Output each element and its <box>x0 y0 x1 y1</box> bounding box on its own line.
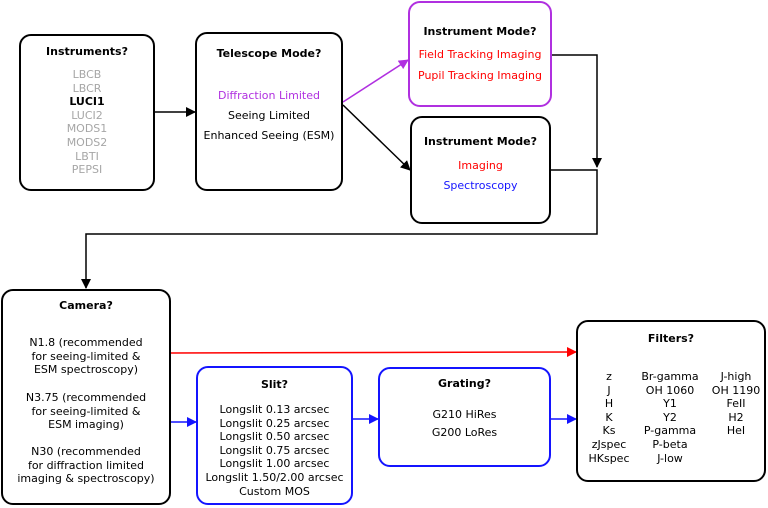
instrument-mode-item: Imaging <box>458 159 503 172</box>
arrow-camera-to-filters <box>170 347 577 358</box>
telescope-mode-title: Telescope Mode? <box>216 47 322 60</box>
filter-item: HKspec <box>588 451 630 465</box>
camera-option-text: for seeing-limited & <box>31 349 141 363</box>
instruments-title: Instruments? <box>46 45 128 58</box>
filter-item: OH 1190 <box>711 383 761 397</box>
instrument-item: LBCR <box>72 81 102 95</box>
arrow-mode-top-to-merge <box>552 54 602 168</box>
instrument-item: MODS1 <box>66 122 108 136</box>
instrument-mode-title: Instrument Mode? <box>423 135 538 148</box>
slit-box: Slit? Longslit 0.13 arcsec Longslit 0.25… <box>196 366 353 505</box>
camera-option-text: N3.75 (recommended <box>25 391 147 404</box>
filter-item: J-high <box>720 370 752 383</box>
filter-item: HeI <box>726 424 746 438</box>
slit-item: Longslit 1.50/2.00 arcsec <box>205 470 344 484</box>
camera-title: Camera? <box>59 299 113 312</box>
filters-box: Filters? z J H K Ks zJspec HKspec Br-gam… <box>576 320 766 482</box>
camera-option-text: for diffraction limited <box>27 458 145 472</box>
filter-item: K <box>605 410 613 424</box>
telescope-mode-item: Seeing Limited <box>227 109 311 122</box>
arrow-modes-to-camera <box>81 169 598 289</box>
filter-item: P-gamma <box>643 424 697 438</box>
camera-option-text: N1.8 (recommended <box>29 336 143 349</box>
instrument-item: LUCI2 <box>71 108 103 122</box>
filter-item: Y2 <box>663 410 677 424</box>
filter-item: Br-gamma <box>641 370 699 383</box>
slit-item: Longslit 1.00 arcsec <box>219 457 330 471</box>
instrument-mode-imaging-box: Instrument Mode? Field Tracking Imaging … <box>408 1 552 107</box>
instrument-mode-item: Pupil Tracking Imaging <box>418 69 542 82</box>
camera-option-text: N30 (recommended <box>31 445 141 458</box>
filter-item: OH 1060 <box>645 383 695 397</box>
filter-item: Y1 <box>663 397 677 411</box>
slit-item: Longslit 0.75 arcsec <box>219 443 330 457</box>
filter-item: H <box>604 397 614 411</box>
telescope-mode-item: Diffraction Limited <box>217 89 320 102</box>
telescope-mode-item: Enhanced Seeing (ESM) <box>203 129 335 142</box>
grating-item: G210 HiRes <box>432 408 497 421</box>
filter-item: FeII <box>726 397 746 411</box>
instrument-mode-item: Spectroscopy <box>443 179 518 192</box>
arrow-telescope-to-mode-top <box>342 59 409 103</box>
slit-item: Custom MOS <box>239 484 310 498</box>
camera-option-text: imaging & spectroscopy) <box>17 472 155 486</box>
grating-title: Grating? <box>438 377 491 390</box>
camera-option-text: ESM imaging) <box>48 418 124 432</box>
slit-item: Longslit 0.13 arcsec <box>219 403 330 416</box>
slit-item: Longslit 0.50 arcsec <box>219 430 330 444</box>
camera-option-text: ESM spectroscopy) <box>33 363 139 377</box>
telescope-mode-box: Telescope Mode? Diffraction Limited Seei… <box>195 32 343 191</box>
camera-box: Camera? N1.8 (recommended for seeing-lim… <box>1 289 171 505</box>
filter-item: z <box>606 370 612 383</box>
slit-item: Longslit 0.25 arcsec <box>219 416 330 430</box>
instrument-mode-title: Instrument Mode? <box>423 25 537 38</box>
grating-item: G200 LoRes <box>431 426 498 439</box>
filter-item: P-beta <box>652 437 688 451</box>
instruments-box: Instruments? LBCB LBCR LUCI1 LUCI2 MODS1… <box>19 34 155 191</box>
instrument-item: MODS2 <box>66 135 108 149</box>
filter-item: Ks <box>602 424 616 438</box>
filter-item: J-low <box>657 451 683 465</box>
filter-item: J <box>607 383 611 397</box>
camera-option-text: for seeing-limited & <box>31 404 141 418</box>
instrument-mode-box: Instrument Mode? Imaging Spectroscopy <box>410 116 551 224</box>
instrument-item: PEPSI <box>71 163 103 177</box>
filter-item: H2 <box>728 410 744 424</box>
filters-title: Filters? <box>647 332 695 345</box>
instrument-item: LBTI <box>75 149 99 163</box>
slit-title: Slit? <box>260 378 289 391</box>
instrument-item-selected: LUCI1 <box>69 95 105 109</box>
grating-box: Grating? G210 HiRes G200 LoRes <box>378 367 551 467</box>
instrument-mode-item: Field Tracking Imaging <box>418 48 542 61</box>
filter-item: zJspec <box>591 437 627 451</box>
instrument-item: LBCB <box>72 68 102 81</box>
arrow-telescope-to-mode-bottom <box>342 104 411 171</box>
